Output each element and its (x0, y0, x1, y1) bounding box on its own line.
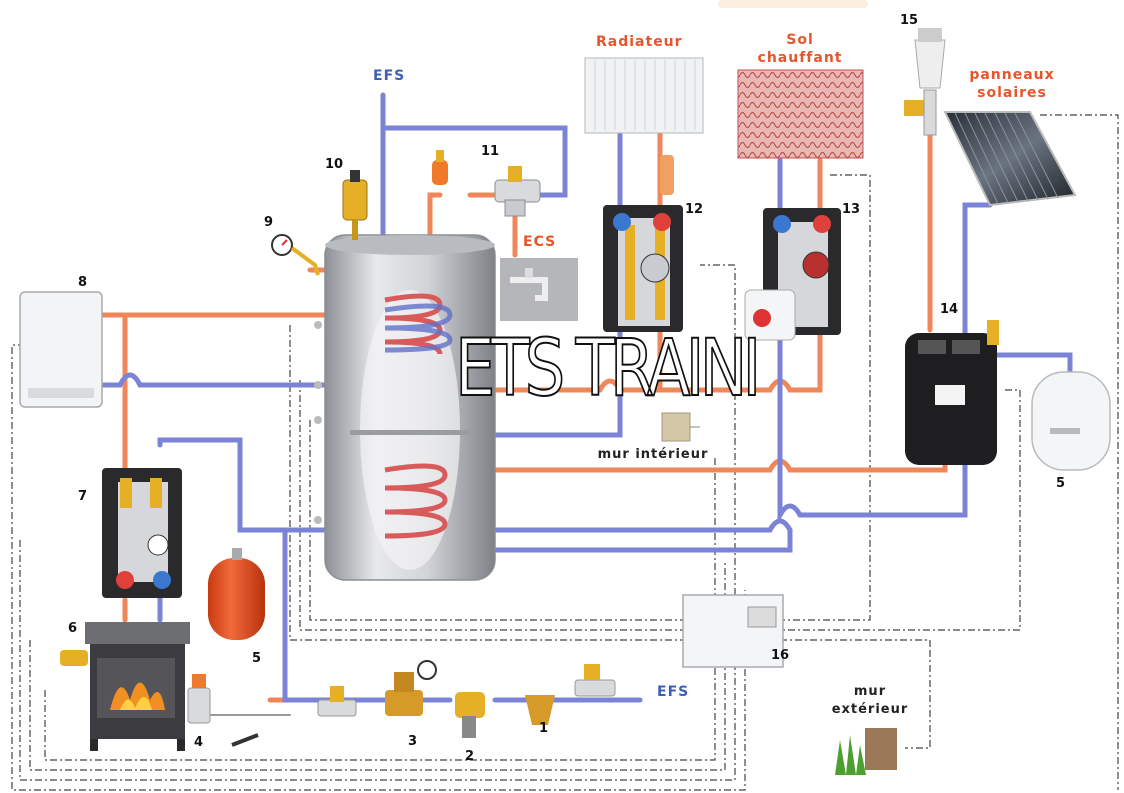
solar-station-14 (905, 320, 999, 465)
underfloor-heating (737, 69, 864, 159)
label-mur-interieur: mur intérieur (598, 447, 709, 462)
storage-tank (314, 234, 496, 581)
label-solaires: solaires (977, 85, 1047, 101)
expansion-vessel-5-right (1031, 371, 1111, 471)
filter-1 (525, 695, 555, 725)
expansion-vessel-5-left (208, 548, 265, 640)
pump-station-12 (603, 155, 683, 332)
pump-group-7 (102, 468, 182, 598)
label-13: 13 (842, 202, 860, 217)
indoor-sensor (661, 412, 700, 442)
label-11: 11 (481, 144, 499, 159)
pump-station-13 (744, 208, 841, 341)
boiler-8 (19, 291, 103, 408)
hot-tap-ecs (500, 258, 578, 321)
pressure-reducer-3 (385, 660, 437, 716)
label-efs-bottom: EFS (657, 684, 689, 700)
outdoor-sensor (835, 728, 897, 775)
label-12: 12 (685, 202, 703, 217)
label-radiateur: Radiateur (596, 34, 683, 50)
text-labels: EFS EFS ECS Radiateur Sol chauffant pann… (373, 32, 1054, 717)
wood-stove-6 (60, 622, 190, 751)
controller-16 (682, 594, 784, 668)
mixing-valve-11 (494, 166, 541, 217)
label-mur: mur (854, 684, 886, 699)
label-ecs: ECS (523, 234, 556, 250)
solar-panels (943, 111, 1077, 207)
ball-valve (317, 686, 357, 717)
air-separator-15 (904, 28, 946, 136)
pressure-gauge-9 (271, 234, 320, 276)
label-3: 3 (408, 734, 417, 749)
label-4: 4 (194, 735, 203, 750)
watermark-text: ETS TRAINI (454, 324, 762, 414)
label-6: 6 (68, 621, 77, 636)
safety-valve (432, 150, 448, 185)
safety-group-2 (455, 692, 485, 738)
label-1: 1 (539, 721, 548, 736)
air-vent-10 (342, 170, 368, 240)
label-panneaux: panneaux (969, 67, 1054, 83)
label-14: 14 (940, 302, 958, 317)
number-labels: 1 2 3 4 5 5 6 7 8 9 10 11 12 13 14 15 16 (68, 13, 1065, 764)
thermal-valve-4 (187, 674, 259, 747)
label-8: 8 (78, 275, 87, 290)
label-10: 10 (325, 157, 343, 172)
label-7: 7 (78, 489, 87, 504)
label-16: 16 (771, 648, 789, 663)
label-5-left: 5 (252, 651, 261, 666)
label-5-right: 5 (1056, 476, 1065, 491)
label-15: 15 (900, 13, 918, 28)
inlet-valve (574, 664, 616, 697)
label-chauffant: chauffant (758, 50, 843, 66)
label-exterieur: extérieur (832, 702, 909, 717)
label-9: 9 (264, 215, 273, 230)
label-efs-top: EFS (373, 68, 405, 84)
radiator (584, 57, 704, 134)
label-sol: Sol (786, 32, 814, 48)
top-accent (718, 0, 868, 8)
label-2: 2 (465, 749, 474, 764)
